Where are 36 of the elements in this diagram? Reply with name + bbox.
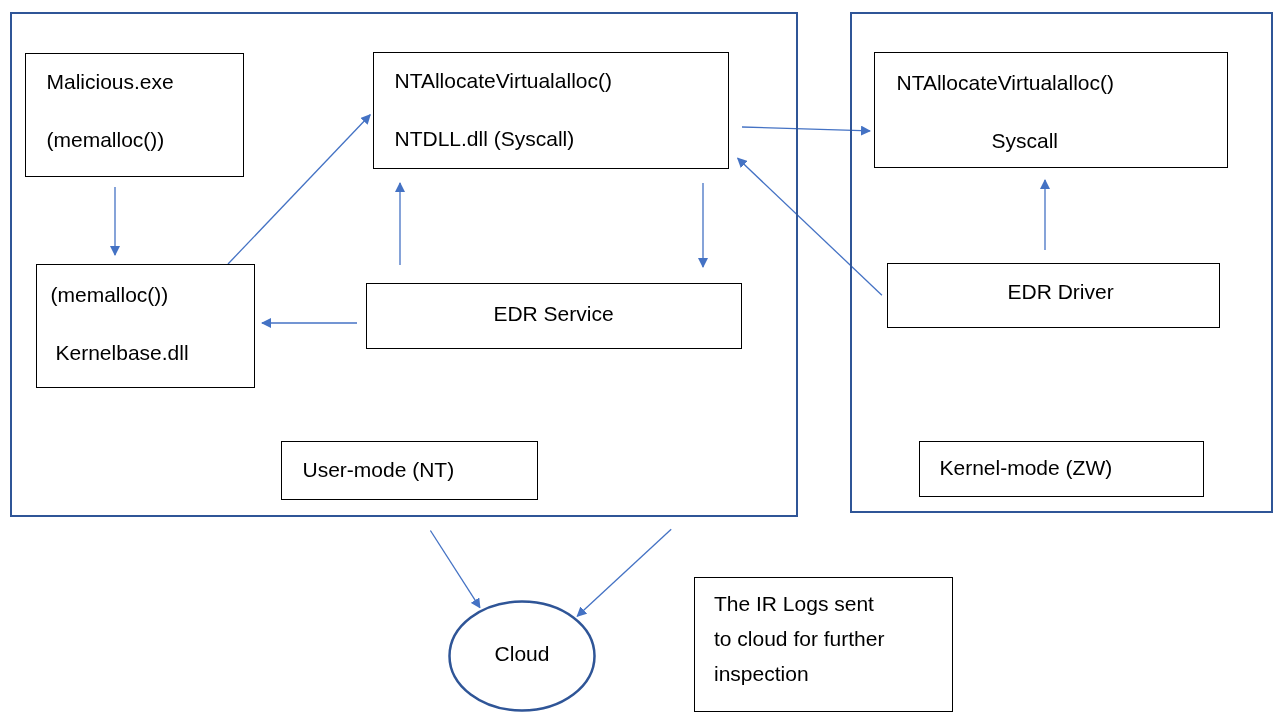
process-box (873, 51, 1228, 168)
arrow (261, 318, 358, 328)
arrow (736, 157, 883, 296)
node-label: Syscall (991, 128, 1059, 153)
process-box (35, 263, 255, 388)
process-box (694, 577, 953, 712)
process-box (886, 262, 1220, 328)
arrow (429, 529, 481, 609)
node-heading: Malicious.exe (46, 69, 174, 94)
node-heading: NTAllocateVirtualalloc() (896, 70, 1114, 95)
arrow (576, 528, 672, 617)
arrow (110, 186, 120, 256)
arrow (1040, 179, 1050, 251)
node-label: Cloud (493, 642, 551, 666)
node-label: (memalloc()) (46, 127, 165, 152)
node-label: NTDLL.dll (Syscall) (394, 126, 575, 151)
process-box (24, 52, 244, 177)
node-label: Kernelbase.dll (55, 340, 189, 365)
arrow (227, 114, 371, 265)
process-box (372, 51, 729, 169)
node-label: The IR Logs sent to cloud for further inspection (714, 591, 886, 687)
node-heading: (memalloc()) (50, 282, 169, 307)
node-label: Kernel-mode (ZW) (939, 455, 1113, 480)
process-box (280, 440, 538, 500)
arrow (741, 125, 871, 136)
mode-region-box (850, 12, 1273, 513)
arrow (395, 182, 405, 266)
process-box (918, 440, 1204, 497)
node-label: EDR Driver (1007, 279, 1114, 304)
node-label: User-mode (NT) (302, 457, 455, 482)
mode-region-box (10, 12, 798, 517)
arrow (698, 182, 708, 268)
node-label: EDR Service (492, 301, 615, 326)
cloud-ellipse (448, 600, 596, 712)
process-box (365, 282, 742, 349)
node-heading: NTAllocateVirtualalloc() (394, 68, 612, 93)
